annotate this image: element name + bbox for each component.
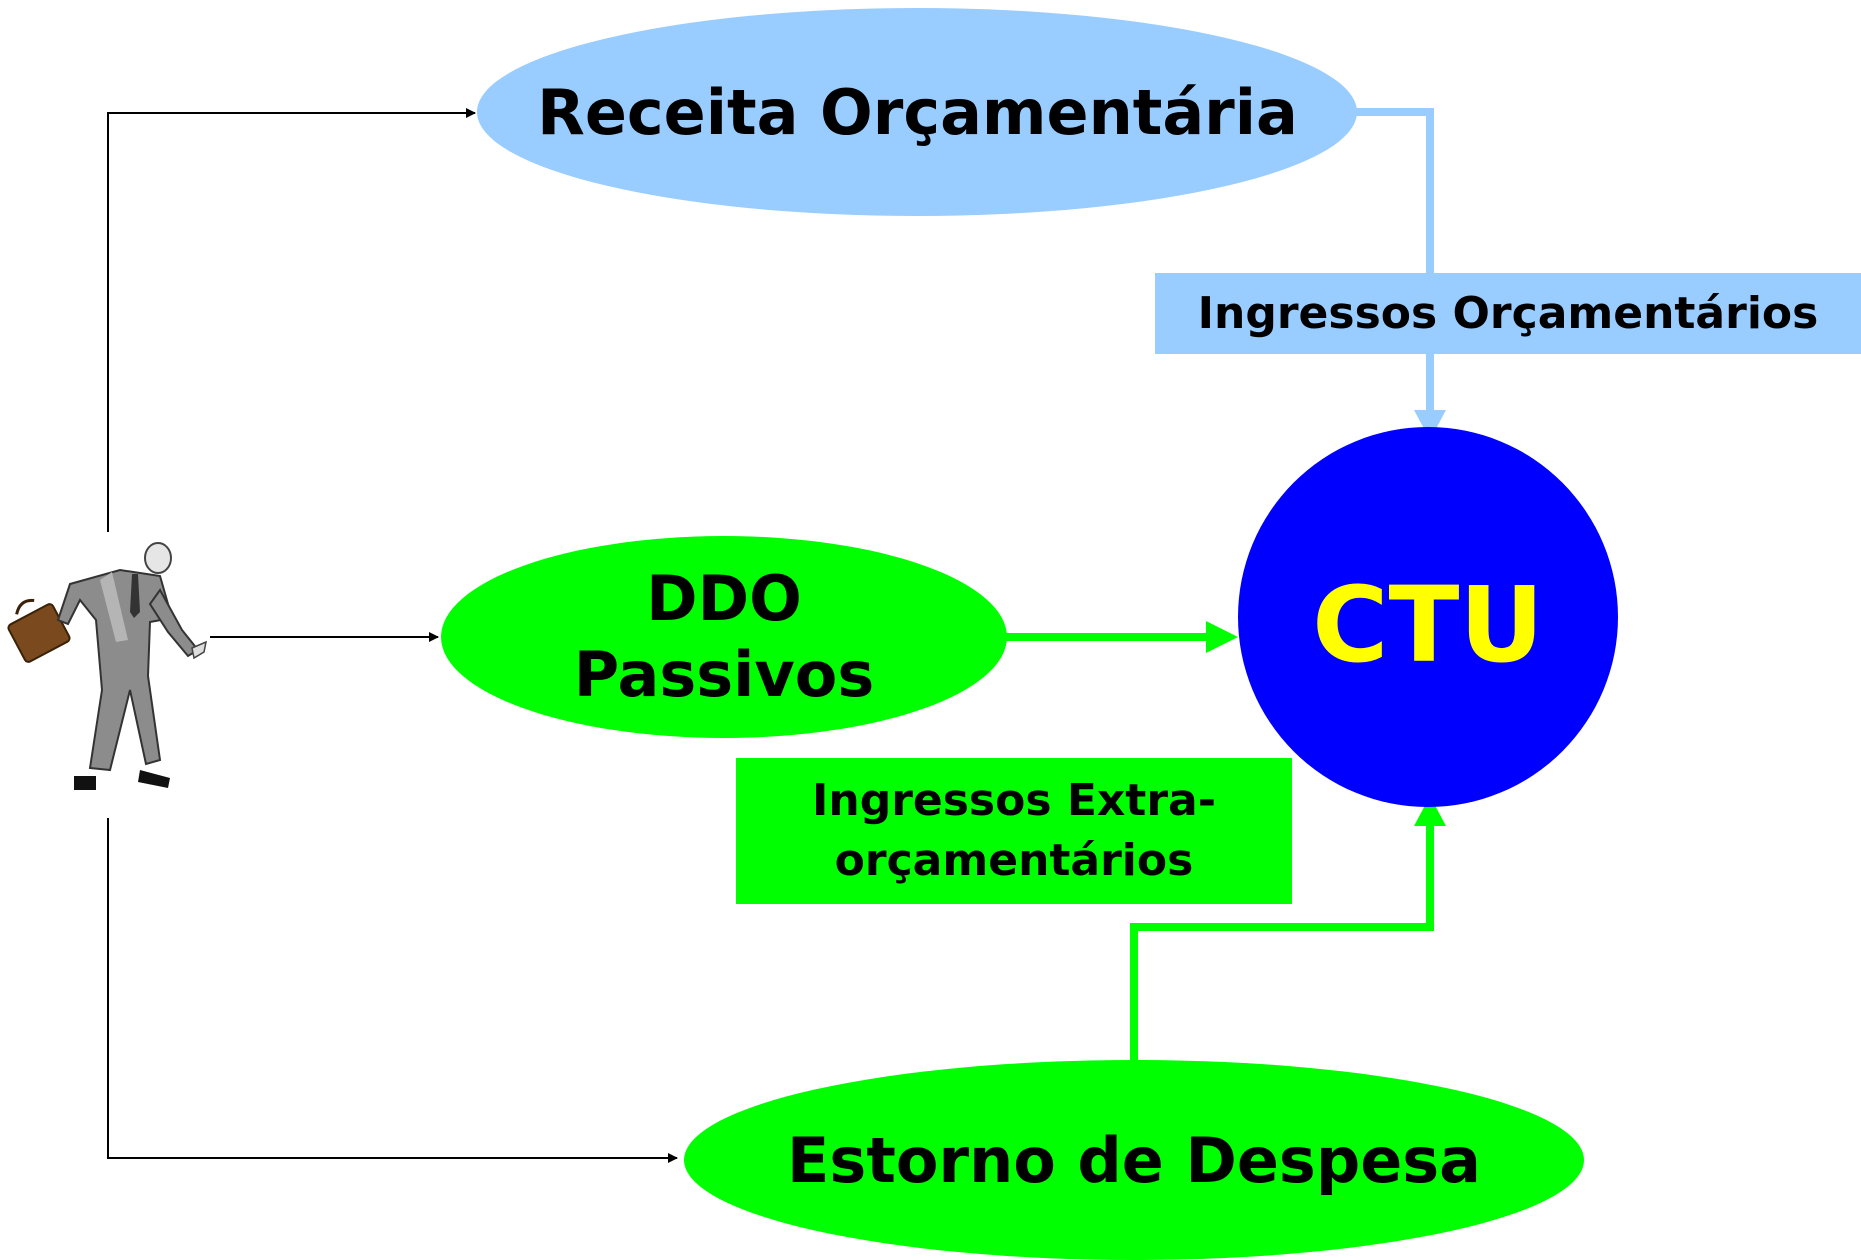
arrow-actor-to-estorno — [107, 818, 678, 1163]
ctu-label: CTU — [1312, 564, 1544, 686]
ddo-ellipse[interactable] — [441, 536, 1007, 738]
arrowhead-green-right — [1206, 621, 1238, 653]
ddo-label-line1: DDO — [646, 562, 802, 635]
actor-connectors — [107, 108, 678, 1163]
ingressos-extra-line2: orçamentários — [834, 835, 1194, 886]
estorno-ellipse[interactable] — [684, 1060, 1584, 1260]
ingressos-orcamentarios-label: Ingressos Orçamentários — [1197, 288, 1819, 339]
ctu-circle[interactable] — [1238, 427, 1618, 807]
businessman-with-briefcase-icon — [7, 542, 208, 790]
arrowhead-green-up — [1414, 796, 1446, 826]
receita-ellipse[interactable] — [477, 8, 1357, 216]
connector-estorno-to-ctu — [1130, 796, 1446, 1060]
receita-label: Receita Orçamentária — [537, 75, 1298, 149]
connector-ddo-to-ctu — [1005, 621, 1238, 653]
arrowhead-blue — [1414, 410, 1446, 440]
ddo-label-line2: Passivos — [573, 638, 875, 711]
arrow-actor-to-receita — [107, 108, 476, 532]
estorno-label: Estorno de Despesa — [787, 1123, 1481, 1197]
ddo-label: DDO Passivos — [441, 560, 1007, 714]
ingressos-orcamentarios-box — [1155, 273, 1861, 354]
ingressos-extra-line1: Ingressos Extra- — [812, 775, 1216, 826]
ingressos-extra-box — [736, 758, 1292, 904]
ingressos-extra-label: Ingressos Extra- orçamentários — [736, 758, 1292, 904]
